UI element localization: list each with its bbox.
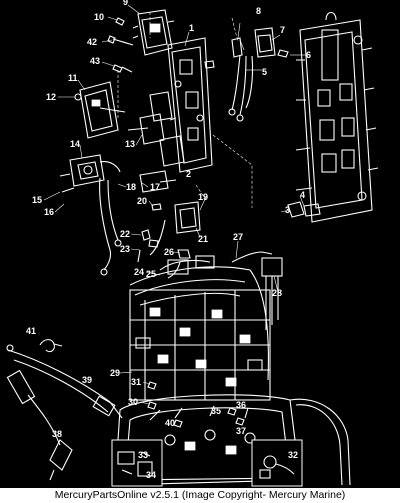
callout-label: 42	[87, 37, 97, 47]
callout-label: 13	[125, 139, 135, 149]
relay-bracket-assembly	[74, 81, 126, 139]
callout-label: 3	[285, 205, 290, 215]
callout-label: 16	[44, 207, 54, 217]
callout-label: 10	[94, 12, 104, 22]
callout-label: 30	[128, 397, 138, 407]
callout-label: 25	[146, 269, 156, 279]
callout-label: 12	[46, 92, 56, 102]
cable-clip	[39, 339, 63, 353]
engine-block-right	[287, 11, 379, 223]
callout-label: 8	[256, 6, 261, 16]
callout-label: 40	[165, 418, 175, 428]
callout-label: 36	[236, 400, 246, 410]
detail-inset-left	[111, 439, 163, 487]
callout-label: 18	[126, 182, 136, 192]
callout-label: 17	[150, 182, 160, 192]
small-sensors	[137, 229, 191, 279]
callout-label: 19	[198, 192, 208, 202]
callout-label: 9	[123, 0, 128, 7]
callout-label: 34	[146, 470, 156, 480]
callout-label: 28	[272, 288, 282, 298]
callout-label: 7	[280, 25, 285, 35]
exploded-parts-diagram: 1 2 3 4 5 6 7 8 9 10 11 12 13 14 15 16 1…	[6, 0, 379, 487]
callout-label: 31	[131, 377, 141, 387]
callout-label: 33	[138, 450, 148, 460]
callout-label: 15	[32, 195, 42, 205]
starter-solenoid	[59, 154, 121, 193]
callout-label: 11	[68, 73, 78, 83]
callout-label: 5	[262, 67, 267, 77]
callout-label: 1	[189, 23, 194, 33]
callout-label: 43	[90, 56, 100, 66]
callout-label: 35	[211, 406, 221, 416]
main-engine-wiring-harness	[129, 255, 271, 401]
harness-plug-bracket	[228, 27, 289, 122]
callout-label: 24	[134, 267, 144, 277]
callout-label: 6	[306, 50, 311, 60]
callout-label: 38	[52, 429, 62, 439]
callout-label: 29	[110, 368, 120, 378]
callout-label: 20	[137, 196, 147, 206]
screws-upper-left	[107, 17, 134, 73]
callout-labels: 1 2 3 4 5 6 7 8 9 10 11 12 13 14 15 16 1…	[26, 0, 311, 480]
callout-label: 21	[198, 234, 208, 244]
small-fasteners-lower	[147, 381, 245, 428]
electrical-mounting-bracket	[167, 37, 215, 173]
callout-label: 27	[233, 232, 243, 242]
copyright-footer: MercuryPartsOnline v2.5.1 (Image Copyrig…	[0, 488, 400, 503]
callout-label: 41	[26, 326, 36, 336]
callout-label: 32	[288, 450, 298, 460]
callout-label: 37	[236, 426, 246, 436]
callout-label: 2	[186, 169, 191, 179]
fuse-holder-assembly	[139, 170, 201, 256]
callout-label: 23	[120, 244, 130, 254]
callout-label: 14	[70, 139, 80, 149]
callout-label: 26	[164, 247, 174, 257]
callout-leader-lines	[43, 4, 306, 405]
battery-cable-leads	[99, 177, 122, 276]
ignition-module	[132, 9, 175, 56]
temperature-sensor-lead	[231, 251, 283, 330]
battery-cable-harness	[6, 344, 123, 481]
detail-inset-right	[251, 439, 303, 487]
callout-label: 4	[300, 190, 305, 200]
relay-cluster	[127, 91, 185, 167]
callout-label: 22	[120, 229, 130, 239]
lower-engine-base	[114, 394, 351, 486]
callout-label: 39	[82, 375, 92, 385]
